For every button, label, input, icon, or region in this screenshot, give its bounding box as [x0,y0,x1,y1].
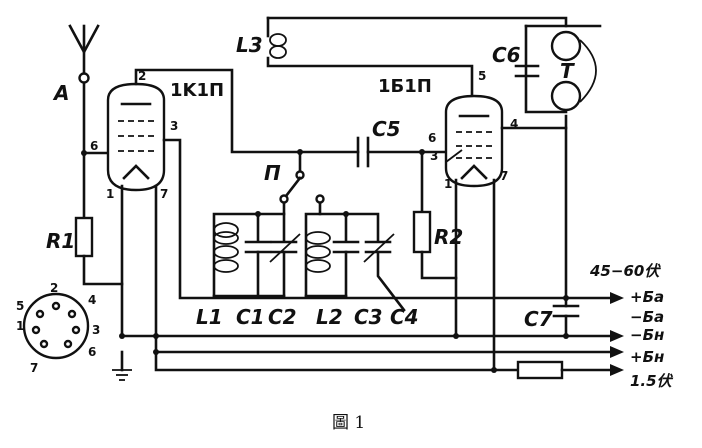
capacitor-c7 [552,296,580,338]
c7-label: C7 [524,307,553,331]
rail-arrows [610,292,624,376]
resistor-r1 [74,216,94,258]
t2-pin5: 5 [478,69,486,83]
r2-lead-bottom [420,250,458,280]
c3-label: C3 [354,305,383,329]
socket-pin-2: 2 [50,281,58,295]
tube-1b1p [444,94,504,188]
tube-socket-diagram [22,292,90,360]
junction-dot [453,333,459,339]
antenna-symbol [68,24,100,84]
c6-label: C6 [492,43,521,67]
phones-label: T [560,59,575,83]
t1-plate-wire [134,68,360,154]
tube2-label: 1Б1П [378,76,432,97]
c2-label: C2 [268,305,297,329]
t2-pin3: 3 [430,149,438,163]
t1-pin6: 6 [90,139,98,153]
switch-label: П [264,161,281,185]
t1-pin3: 3 [170,119,178,133]
r2-label: R2 [434,225,463,249]
t1-filament-plus [154,184,520,372]
switch-contact-1 [279,194,289,204]
junction-dot [297,149,303,155]
c6-wire [524,24,568,114]
l3-top-wire [266,16,568,28]
tank2-top [318,212,380,242]
tank2-left [304,201,322,298]
t1-screen-wire [162,138,612,300]
l1-label: L1 [196,305,223,329]
socket-pin-6: 6 [88,345,96,359]
antenna-label: A [52,81,69,105]
filament-resistor [516,360,564,380]
figure-caption: 圖 1 [332,413,365,433]
tank1-top [212,201,286,298]
junction-dot [563,333,569,339]
capacitor-c2 [269,233,301,298]
plus-bn-label: +Бн [630,348,664,366]
capacitor-c1 [244,240,272,298]
junction-dot [255,211,261,217]
t2-pin6: 6 [428,131,436,145]
c4-label: C4 [390,305,419,329]
tube1-label: 1K1П [170,80,224,101]
l3-to-t2-plate [266,56,474,98]
switch-blade [284,176,302,198]
resistor-r2 [412,210,432,254]
junction-dot [343,211,349,217]
l3-label: L3 [236,33,263,57]
t1-pin2: 2 [138,69,146,83]
tube-1k1p [106,82,166,192]
t2-pin4: 4 [510,117,518,131]
capacitor-c6 [514,64,540,78]
filament-voltage-label: 1.5伏 [630,372,674,390]
socket-pin-5: 5 [16,299,24,313]
c5-label: C5 [372,117,401,141]
socket-pin-7: 7 [30,361,38,375]
inductor-l2 [305,231,331,273]
minus-bn-label: −Бн [630,326,664,344]
r1-lead-bottom [82,254,124,286]
socket-pin-1: 1 [16,319,24,333]
headphones-icon [550,30,597,112]
junction-dot [419,149,425,155]
inductor-l3 [269,33,287,59]
capacitor-c3 [332,240,360,298]
r1-label: R1 [46,229,75,253]
junction-dot [119,333,125,339]
inductor-l1 [213,222,239,273]
capacitor-c4 [363,233,406,312]
switch-contact-2 [315,194,325,204]
junction-dot [491,367,497,373]
c1-label: C1 [236,305,265,329]
minus-ba-label: −Бa [630,308,664,326]
t2-pin1: 1 [444,177,452,191]
junction-dot [153,349,159,355]
l2-label: L2 [316,305,343,329]
t1-pin7: 7 [160,187,168,201]
plate-voltage-label: 45−60伏 [589,262,661,280]
t2-pin7: 7 [500,169,508,183]
t1-pin1: 1 [106,187,114,201]
socket-pin-4: 4 [88,293,96,307]
junction-dot [153,333,159,339]
ground-icon [112,350,132,381]
plus-ba-label: +Бa [630,288,664,306]
socket-pin-3: 3 [92,323,100,337]
junction-dot [563,295,569,301]
